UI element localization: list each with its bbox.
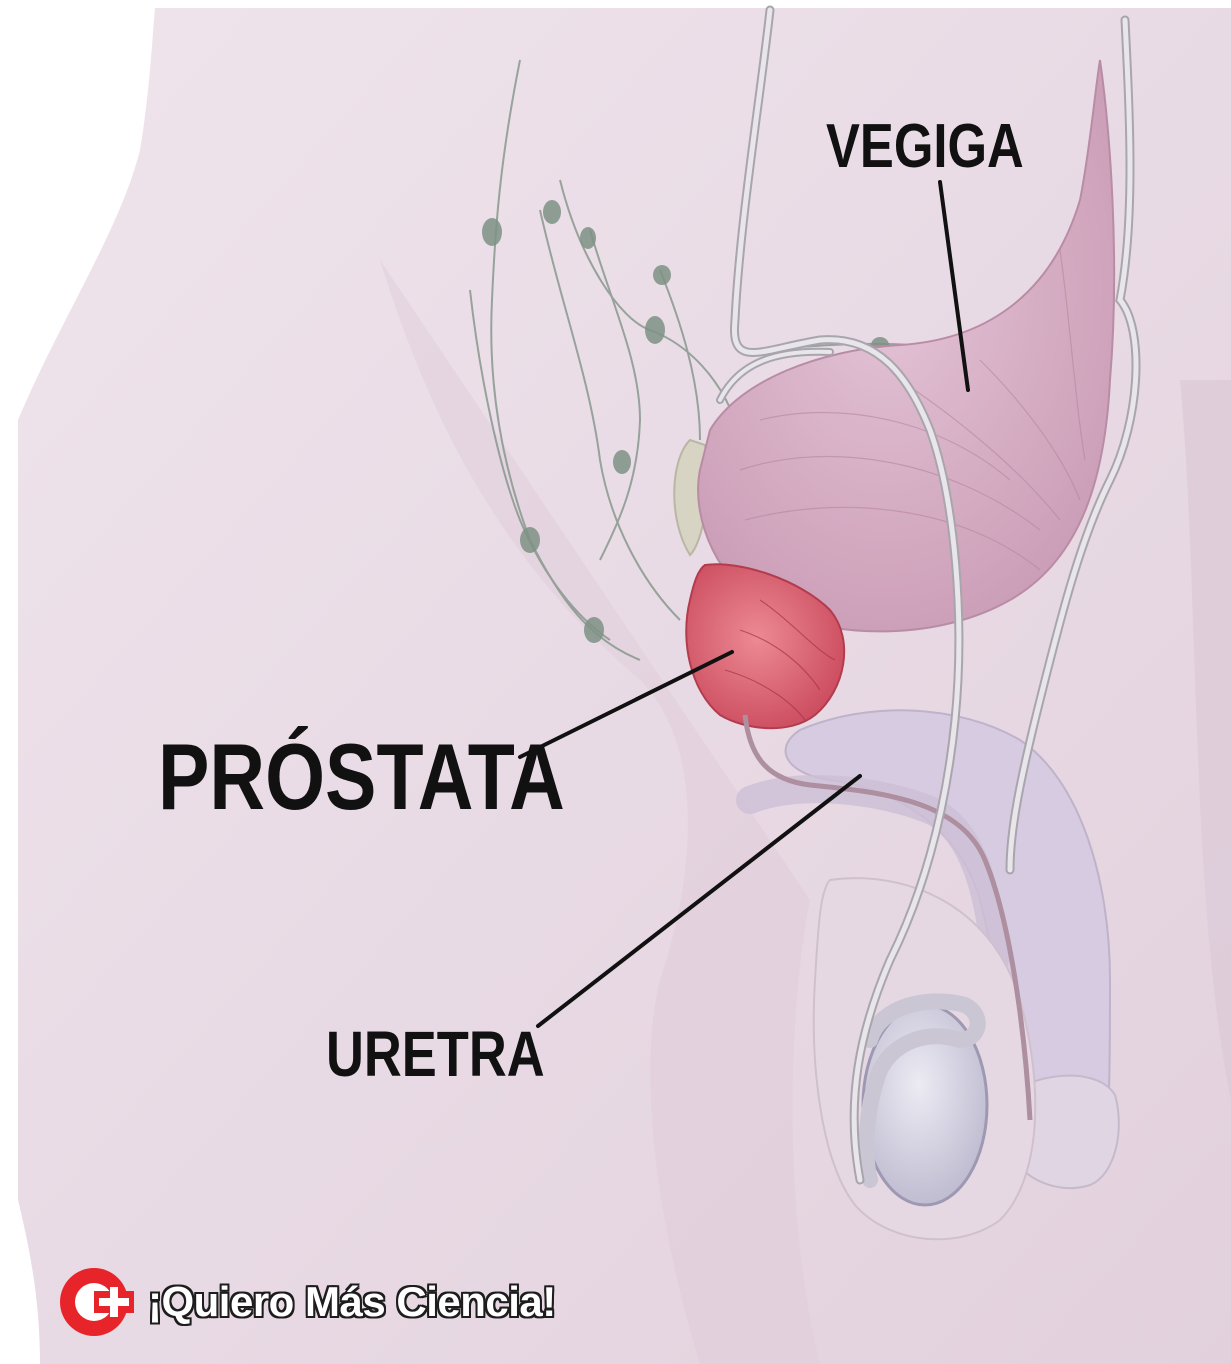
c-plus-logo-icon (56, 1261, 138, 1343)
brand-name: ¡Quiero Más Ciencia! (148, 1278, 556, 1326)
label-prostate: PRÓSTATA (158, 730, 565, 824)
label-urethra: URETRA (326, 1022, 545, 1086)
brand-watermark: ¡Quiero Más Ciencia! (56, 1262, 556, 1342)
label-bladder: VEGIGA (826, 116, 1024, 178)
